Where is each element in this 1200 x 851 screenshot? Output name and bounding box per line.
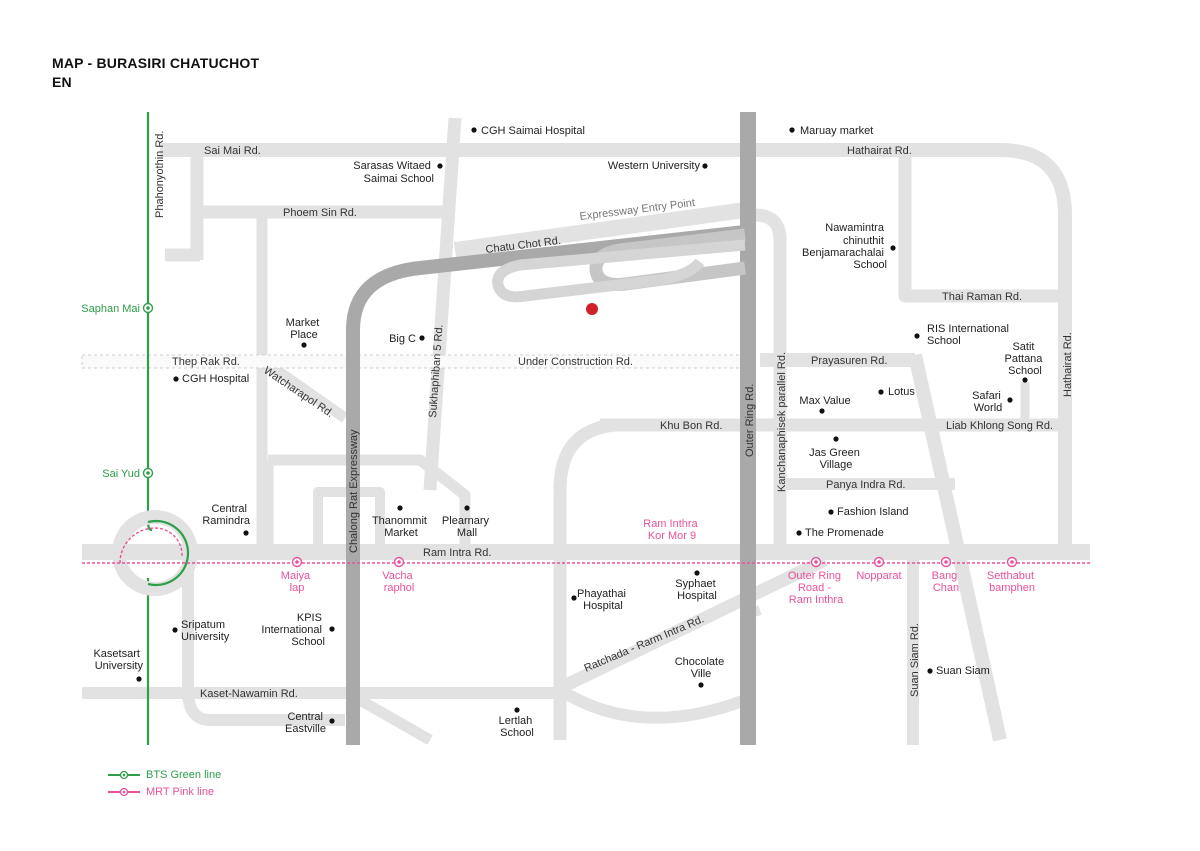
place-satit-pattana[interactable]: Satit Pattana School xyxy=(1005,341,1046,377)
map-title: MAP - BURASIRI CHATUCHOT EN xyxy=(52,54,259,92)
label-panya-indra: Panya Indra Rd. xyxy=(826,479,906,491)
place-central-eastville[interactable]: Central Eastville xyxy=(285,711,326,735)
bts-line-icon xyxy=(108,770,140,779)
station-setthabut-bamphen[interactable]: Setthabut bamphen xyxy=(987,570,1037,594)
place-maruay-market[interactable]: Maruay market xyxy=(800,125,873,137)
label-liab-khlong: Liab Khlong Song Rd. xyxy=(946,420,1053,432)
map-legend: BTS Green line MRT Pink line xyxy=(108,766,221,800)
place-kpis-school[interactable]: KPIS International School xyxy=(261,612,325,648)
legend-mrt-label: MRT Pink line xyxy=(146,785,215,798)
place-cgh-saimai[interactable]: CGH Saimai Hospital xyxy=(481,125,585,137)
place-max-value[interactable]: Max Value xyxy=(799,395,850,407)
place-western-university[interactable]: Western University xyxy=(608,160,701,172)
station-ram-inthra-kor-mor-9[interactable]: Ram Inthra Kor Mor 9 xyxy=(643,518,700,542)
project-location-marker[interactable] xyxy=(586,303,598,315)
stations xyxy=(142,302,1018,568)
legend-bts-label: BTS Green line xyxy=(146,768,222,781)
place-lotus[interactable]: Lotus xyxy=(888,386,915,398)
station-bang-chan-marker xyxy=(940,556,952,568)
label-hathairat-right: Hathairat Rd. xyxy=(1062,332,1074,397)
road-sukhaphiban5 xyxy=(423,117,462,491)
station-outer-ring-marker xyxy=(810,556,822,568)
legend-mrt: MRT Pink line xyxy=(108,783,221,800)
place-central-ramindra[interactable]: Central Ramindra xyxy=(202,503,251,527)
label-thai-raman: Thai Raman Rd. xyxy=(942,291,1022,303)
place-fashion-island[interactable]: Fashion Island xyxy=(837,506,909,518)
label-phahonyothin: Phahonyothin Rd. xyxy=(154,131,166,218)
place-plearnary-mall[interactable]: Plearnary Mall xyxy=(442,515,492,539)
place-chocolate-ville[interactable]: Chocolate Ville xyxy=(675,656,728,680)
label-thep-rak: Thep Rak Rd. xyxy=(172,356,240,368)
station-bang-chan[interactable]: Bang Chan xyxy=(932,570,961,594)
expressway-chalong-rat xyxy=(346,225,746,745)
station-sai-yud-marker xyxy=(142,467,154,479)
place-jas-green-village[interactable]: Jas Green Village xyxy=(809,447,863,471)
bts-green-line xyxy=(112,112,198,745)
station-labels: Saphan Mai Sai Yud Ram Inthra Kor Mor 9 … xyxy=(81,303,1037,606)
mrt-pink-line xyxy=(82,527,1090,564)
map-title-line2: EN xyxy=(52,74,72,90)
label-hathairat-top: Hathairat Rd. xyxy=(847,145,912,157)
mrt-line-icon xyxy=(108,787,140,796)
map-title-line1: MAP - BURASIRI CHATUCHOT xyxy=(52,55,260,71)
place-market-place[interactable]: Market Place xyxy=(286,317,323,341)
place-suan-siam[interactable]: Suan Siam xyxy=(936,665,990,677)
road-lower-middle xyxy=(556,684,748,724)
place-safari-world[interactable]: Safari World xyxy=(972,390,1004,414)
road-hathairat xyxy=(999,143,1072,560)
places: CGH Saimai Hospital Maruay market Sarasa… xyxy=(93,125,1046,739)
station-saphan-mai[interactable]: Saphan Mai xyxy=(81,303,140,315)
station-vacharaphol[interactable]: Vacha raphol xyxy=(382,570,415,594)
place-cgh-hospital[interactable]: CGH Hospital xyxy=(182,373,249,385)
place-the-promenade[interactable]: The Promenade xyxy=(805,527,884,539)
station-maiyalap[interactable]: Maiya lap xyxy=(281,570,313,594)
station-maiyalap-marker xyxy=(291,556,303,568)
place-ris-school[interactable]: RIS International School xyxy=(927,323,1012,347)
label-kanchanaphisek: Kanchanaphisek parallel Rd. xyxy=(776,352,788,492)
label-suan-siam-rd: Suan Siam Rd. xyxy=(909,623,921,697)
roads-layer xyxy=(82,117,1090,745)
place-sarasas[interactable]: Sarasas Witaed Saimai School xyxy=(353,160,434,185)
place-lertlah-school[interactable]: Lertlah School xyxy=(499,715,536,739)
road-thanommit-block xyxy=(268,454,471,548)
label-khu-bon: Khu Bon Rd. xyxy=(660,420,722,432)
label-chalong-rat: Chalong Rat Expressway xyxy=(348,429,360,553)
legend-bts: BTS Green line xyxy=(108,766,221,783)
station-vacharaphol-marker xyxy=(393,556,405,568)
place-syphaet-hospital[interactable]: Syphaet Hospital xyxy=(675,578,718,602)
place-phayathai-hospital[interactable]: Phayathai Hospital xyxy=(577,588,629,612)
under-construction-road xyxy=(81,354,753,369)
label-watcharapol: Watcharapol Rd. xyxy=(261,365,335,421)
road-watcharapol xyxy=(258,355,349,423)
station-setthabut-marker xyxy=(1006,556,1018,568)
label-ram-intra: Ram Intra Rd. xyxy=(423,547,491,559)
road-khu-bon-curve xyxy=(553,418,616,740)
station-sai-yud[interactable]: Sai Yud xyxy=(102,468,140,480)
place-sripatum-university[interactable]: Sripatum University xyxy=(181,619,230,643)
place-big-c[interactable]: Big C xyxy=(389,333,416,345)
road-labels: Phahonyothin Rd. Sai Mai Rd. Phoem Sin R… xyxy=(154,131,1074,700)
label-prayasuren: Prayasuren Rd. xyxy=(811,355,887,367)
station-saphan-mai-marker xyxy=(142,302,154,314)
label-under-construction: Under Construction Rd. xyxy=(518,356,633,368)
place-kasetsart-university[interactable]: Kasetsart University xyxy=(93,648,143,672)
expressway-interchange-loop2 xyxy=(492,239,746,303)
road-lower-triangle xyxy=(357,695,433,745)
road-kanchanaphisek-curve xyxy=(754,208,787,550)
station-nopparat-marker xyxy=(873,556,885,568)
label-sai-mai: Sai Mai Rd. xyxy=(204,145,261,157)
label-kaset-nawamin: Kaset-Nawamin Rd. xyxy=(200,688,298,700)
label-phoem-sin: Phoem Sin Rd. xyxy=(283,207,357,219)
road-thai-raman xyxy=(898,150,1065,303)
station-outer-ring-road[interactable]: Outer Ring Road - Ram Inthra xyxy=(788,570,844,606)
station-nopparat[interactable]: Nopparat xyxy=(856,570,901,582)
road-chatu-chot xyxy=(453,202,747,258)
label-outer-ring: Outer Ring Rd. xyxy=(744,384,756,457)
road-ratchada xyxy=(557,554,828,694)
place-thanommit-market[interactable]: Thanommit Market xyxy=(372,515,430,539)
place-nawamintra[interactable]: Nawamintra chinuthit Benjamarachalai Sch… xyxy=(802,222,887,271)
expressway-layer xyxy=(346,112,756,745)
